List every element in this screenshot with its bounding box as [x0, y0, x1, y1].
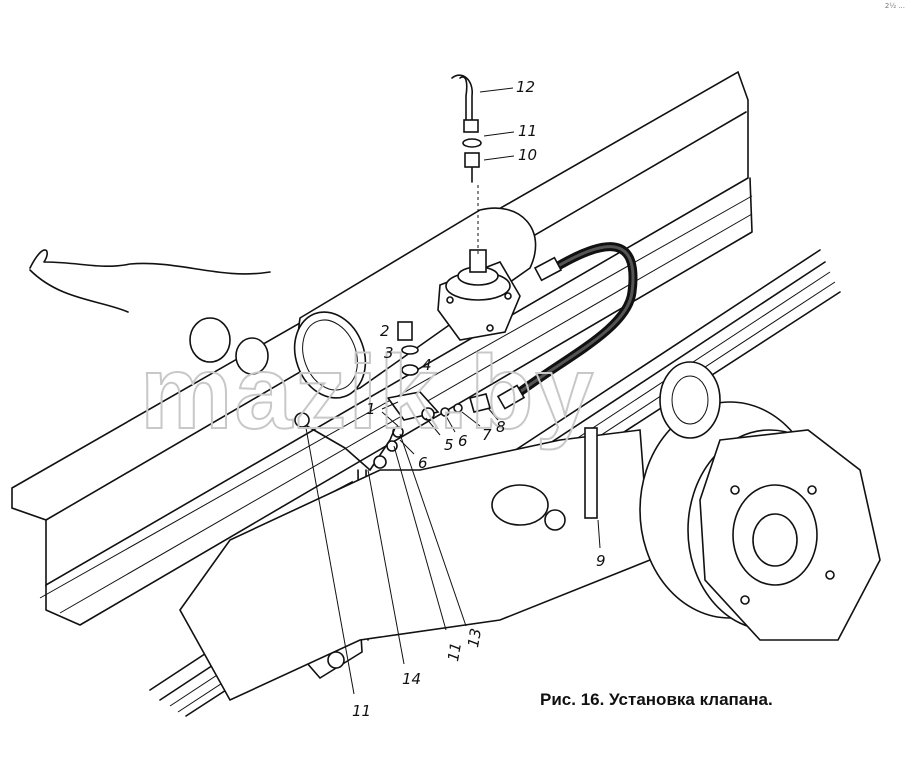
- callout-11-bottom: 11: [352, 702, 371, 720]
- flexible-hose: [496, 242, 638, 410]
- callout-13: 13: [464, 627, 485, 649]
- callout-12: 12: [516, 78, 535, 96]
- callout-7: 7: [482, 426, 492, 444]
- callout-5: 5: [444, 436, 454, 454]
- callout-6-left: 6: [418, 454, 428, 472]
- figure-caption: Рис. 16. Установка клапана.: [540, 690, 773, 709]
- callout-9: 9: [596, 552, 606, 570]
- leader-lines: [305, 87, 601, 695]
- valve-body: [437, 249, 521, 341]
- valve-bracket: [386, 321, 491, 452]
- callout-6-right: 6: [458, 432, 468, 450]
- callout-labels: 12 11 10 2 3 4 1 5 6 7 8 6 9 11 13 14 11: [352, 78, 606, 720]
- callout-8: 8: [496, 418, 506, 436]
- callout-3: 3: [384, 344, 394, 362]
- callout-2: 2: [380, 322, 390, 340]
- callout-11-mid: 11: [444, 641, 465, 663]
- axle-housing: [179, 317, 651, 702]
- callout-1: 1: [366, 400, 376, 418]
- callout-14: 14: [402, 670, 421, 688]
- corner-mark: 2½ ...: [884, 2, 905, 10]
- wheel-hub: [639, 361, 881, 641]
- callout-11-top: 11: [518, 122, 537, 140]
- pipe-12: [451, 74, 482, 255]
- body-outline: [29, 249, 271, 313]
- callout-4: 4: [422, 356, 432, 374]
- watermark-text: mazik.by: [140, 335, 595, 451]
- callout-10: 10: [518, 146, 537, 164]
